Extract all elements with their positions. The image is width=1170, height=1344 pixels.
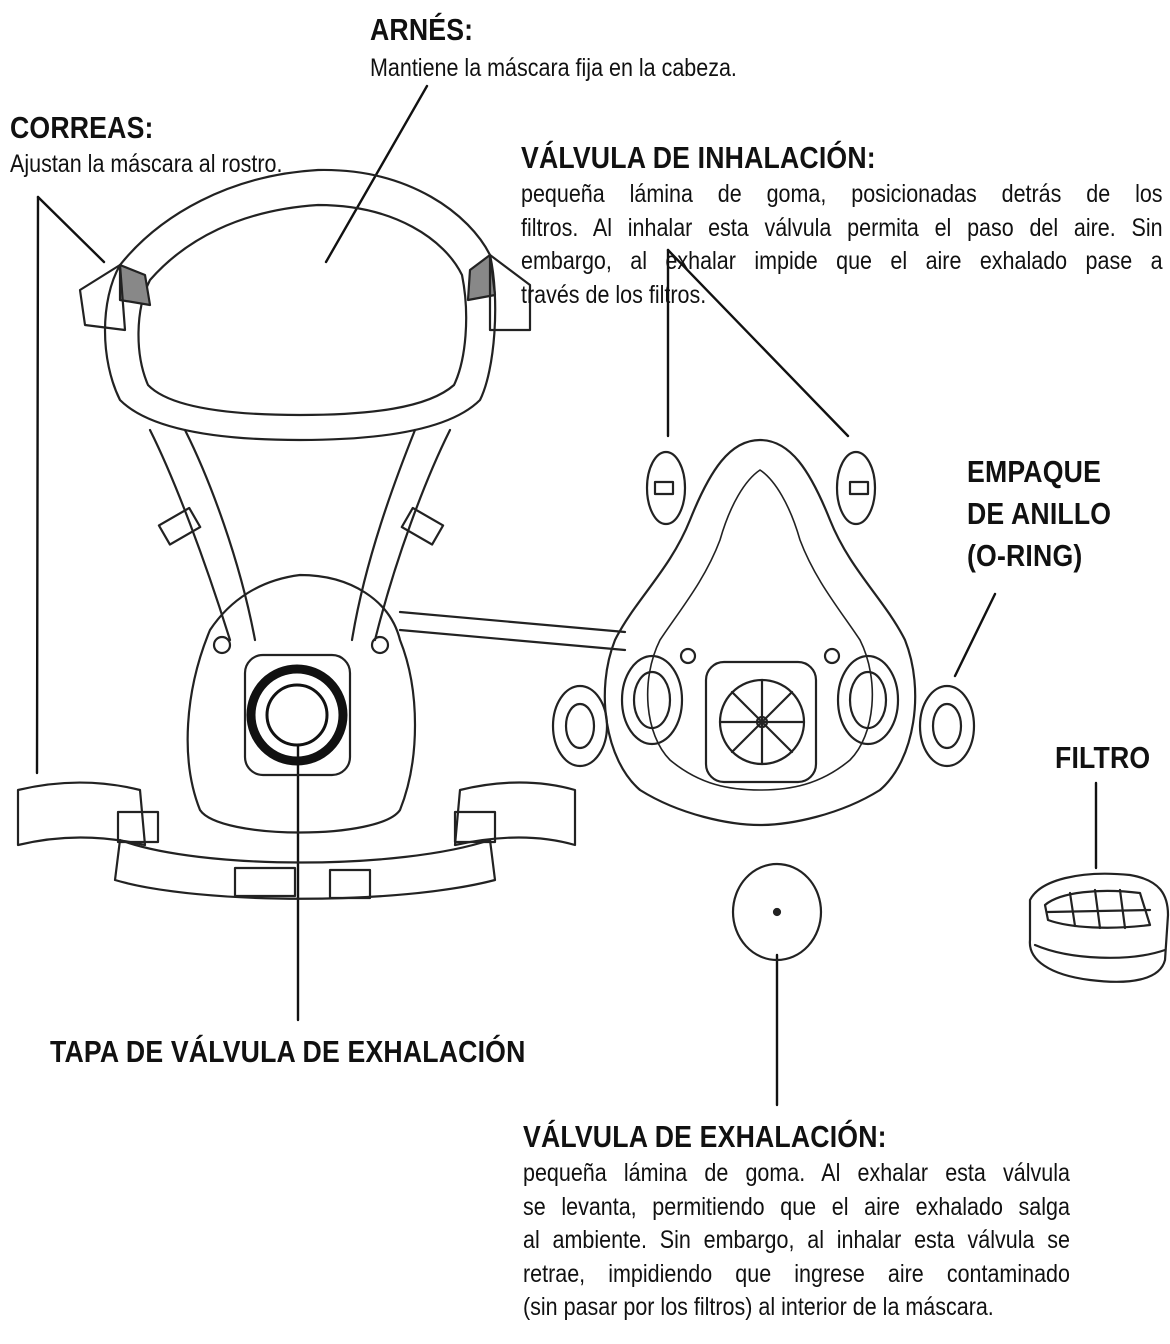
filtro-title: FILTRO	[1055, 740, 1151, 775]
arnes-title: ARNÉS:	[370, 12, 474, 47]
empaque-line-2: DE ANILLO	[967, 496, 1112, 531]
exhalacion-line-3: al ambiente. Sin embargo, al inhalar est…	[523, 1226, 1070, 1254]
empaque-line-3: (O-RING)	[967, 538, 1083, 573]
inhalacion-desc: pequeña lámina de goma, posicionadas det…	[521, 178, 1163, 312]
leader-correas-lower	[35, 195, 40, 775]
exhalacion-line-4: retrae, impidiendo que ingrese aire cont…	[523, 1259, 1070, 1288]
exhalation-valve-disc	[731, 862, 823, 962]
exhalacion-line-1: pequeña lámina de goma. Al exhalar esta …	[523, 1159, 1070, 1187]
leader-arnes	[324, 84, 429, 264]
empaque-line-1: EMPAQUE	[967, 454, 1102, 489]
leader-correas-upper	[36, 195, 106, 264]
harness-illustration	[16, 168, 627, 900]
leader-inhalacion-right	[666, 248, 850, 438]
exhalacion-line-5: (sin pasar por los filtros) al interior …	[523, 1293, 994, 1321]
inhalacion-line-4: través de los filtros.	[521, 280, 707, 309]
inhalation-valves	[645, 450, 877, 526]
correas-desc: Ajustan la máscara al rostro.	[10, 150, 283, 178]
arnes-desc: Mantiene la máscara fija en la cabeza.	[370, 54, 737, 82]
inhalacion-line-3: embargo, al exhalar impide que el aire e…	[521, 247, 1163, 275]
leader-lines	[35, 84, 1098, 1107]
tapa-title: TAPA DE VÁLVULA DE EXHALACIÓN	[50, 1034, 526, 1069]
inhalacion-line-1: pequeña lámina de goma, posicionadas det…	[521, 180, 1163, 208]
exhalacion-title: VÁLVULA DE EXHALACIÓN:	[523, 1119, 887, 1154]
inhalacion-line-2: filtros. Al inhalar esta válvula permita…	[521, 213, 1163, 242]
half-mask-illustration	[603, 438, 917, 827]
exhalacion-line-2: se levanta, permitiendo que el aire exha…	[523, 1192, 1070, 1221]
o-rings	[551, 684, 976, 768]
leader-empaque	[953, 592, 997, 678]
inhalacion-title: VÁLVULA DE INHALACIÓN:	[521, 140, 876, 175]
filter-illustration	[1028, 872, 1170, 983]
exhalacion-desc: pequeña lámina de goma. Al exhalar esta …	[523, 1157, 1070, 1325]
correas-title: CORREAS:	[10, 110, 154, 145]
